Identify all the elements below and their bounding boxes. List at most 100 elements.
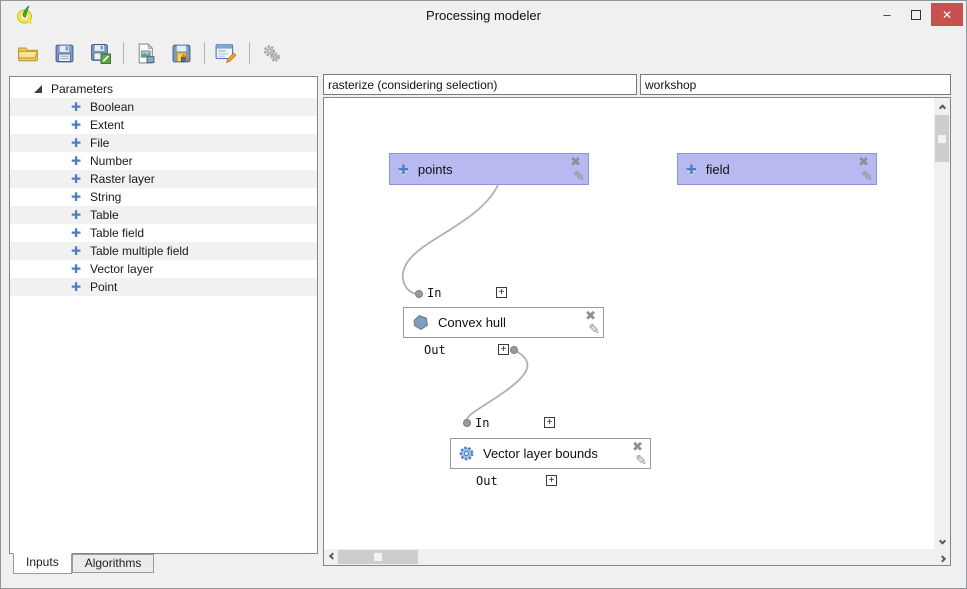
tree-item-vector-layer[interactable]: ✚Vector layer bbox=[70, 262, 154, 276]
model-name-input[interactable] bbox=[323, 74, 637, 95]
delete-node-icon[interactable]: ✖ bbox=[585, 308, 596, 323]
input-plus-icon: ✚ bbox=[686, 161, 697, 177]
toolbar bbox=[15, 39, 294, 67]
tree-expand-caret-icon[interactable] bbox=[34, 85, 42, 93]
vector-bounds-gear-icon bbox=[459, 446, 474, 461]
chevron-up-icon bbox=[938, 103, 946, 111]
node-label: Vector layer bounds bbox=[483, 446, 598, 461]
export-python-icon bbox=[172, 44, 190, 62]
open-folder-icon bbox=[18, 47, 39, 62]
scroll-grip bbox=[938, 134, 946, 143]
convex-hull-in-expand-button[interactable]: + bbox=[496, 287, 507, 298]
tree-item-table[interactable]: ✚Table bbox=[10, 206, 317, 224]
minimize-button[interactable]: – bbox=[883, 7, 891, 22]
add-input-icon: ✚ bbox=[70, 154, 82, 168]
tree-item-point[interactable]: ✚Point bbox=[10, 278, 317, 296]
close-button[interactable]: ✕ bbox=[931, 3, 963, 26]
tree-item-string[interactable]: ✚String bbox=[70, 190, 122, 204]
edit-node-icon[interactable]: ✎ bbox=[635, 452, 647, 468]
window-title: Processing modeler bbox=[426, 8, 541, 23]
tree-item-table-multiple-field[interactable]: ✚Table multiple field bbox=[10, 242, 317, 260]
delete-node-icon[interactable]: ✖ bbox=[570, 154, 581, 169]
chevron-left-icon bbox=[328, 552, 336, 560]
add-input-icon: ✚ bbox=[70, 262, 82, 276]
tab-inputs[interactable]: Inputs bbox=[13, 553, 72, 574]
delete-node-icon[interactable]: ✖ bbox=[858, 154, 869, 169]
toolbar-separator bbox=[204, 42, 205, 64]
add-input-icon: ✚ bbox=[70, 190, 82, 204]
open-model-button[interactable] bbox=[15, 40, 41, 66]
qgis-logo-icon bbox=[17, 5, 33, 25]
scroll-down-button[interactable] bbox=[934, 534, 950, 550]
model-canvas[interactable]: ✚ points ✖ ✎ ✚ field ✖ ✎ In + bbox=[323, 97, 951, 566]
export-as-image-button[interactable] bbox=[132, 40, 158, 66]
save-model-as-button[interactable] bbox=[87, 40, 113, 66]
scroll-right-button[interactable] bbox=[934, 549, 950, 565]
add-input-icon: ✚ bbox=[70, 136, 82, 150]
tree-root-label: Parameters bbox=[51, 82, 114, 96]
vertical-scroll-thumb[interactable] bbox=[935, 115, 949, 162]
add-input-icon: ✚ bbox=[70, 280, 82, 294]
input-node-field[interactable]: ✚ field ✖ ✎ bbox=[677, 153, 877, 185]
add-input-icon: ✚ bbox=[70, 172, 82, 186]
maximize-icon bbox=[911, 9, 921, 20]
tree-item-number[interactable]: ✚Number bbox=[70, 154, 133, 168]
add-input-icon: ✚ bbox=[70, 100, 82, 114]
input-plus-icon: ✚ bbox=[398, 161, 409, 177]
export-as-python-button[interactable] bbox=[168, 40, 194, 66]
scroll-grip bbox=[374, 553, 382, 561]
tree-item-extent[interactable]: ✚Extent bbox=[70, 118, 125, 132]
chevron-right-icon bbox=[938, 554, 946, 562]
maximize-button[interactable] bbox=[902, 3, 930, 26]
node-label: field bbox=[705, 161, 730, 177]
vector-bounds-out-expand-button[interactable]: + bbox=[546, 475, 557, 486]
left-panel-tabbar: Inputs Algorithms bbox=[13, 553, 155, 574]
tab-algorithms[interactable]: Algorithms bbox=[71, 554, 155, 573]
tree-item-boolean[interactable]: ✚Boolean bbox=[10, 98, 317, 116]
title-bar: Processing modeler – ✕ bbox=[1, 1, 966, 30]
edit-model-help-button[interactable] bbox=[213, 40, 239, 66]
model-draw-area[interactable]: ✚ points ✖ ✎ ✚ field ✖ ✎ In + bbox=[324, 98, 934, 550]
add-input-icon: ✚ bbox=[70, 118, 82, 132]
inputs-tree-panel: Parameters ✚Boolean ✚Extent ✚File ✚Numbe… bbox=[9, 76, 318, 554]
convex-hull-icon bbox=[412, 314, 429, 331]
algorithm-node-convex-hull[interactable]: Convex hull ✖ ✎ bbox=[403, 307, 604, 338]
save-as-icon bbox=[90, 43, 111, 64]
model-group-input[interactable] bbox=[640, 74, 951, 95]
edit-node-icon[interactable]: ✎ bbox=[861, 168, 873, 184]
tree-item-table-field[interactable]: ✚Table field bbox=[70, 226, 145, 240]
add-input-icon: ✚ bbox=[70, 244, 82, 258]
vector-bounds-in-label: In bbox=[475, 416, 490, 430]
canvas-vertical-scrollbar[interactable] bbox=[934, 98, 950, 550]
horizontal-scroll-thumb[interactable] bbox=[338, 550, 418, 564]
add-input-icon: ✚ bbox=[70, 226, 82, 240]
delete-node-icon[interactable]: ✖ bbox=[632, 439, 643, 454]
run-gears-icon bbox=[263, 44, 280, 62]
edit-node-icon[interactable]: ✎ bbox=[588, 321, 600, 337]
algorithm-node-vector-layer-bounds[interactable]: Vector layer bounds ✖ ✎ bbox=[450, 438, 651, 469]
export-image-icon bbox=[138, 42, 154, 63]
save-model-button[interactable] bbox=[51, 40, 77, 66]
canvas-horizontal-scrollbar[interactable] bbox=[324, 549, 950, 565]
vector-bounds-in-expand-button[interactable]: + bbox=[544, 417, 555, 428]
vector-bounds-out-label: Out bbox=[476, 474, 498, 488]
tree-item-raster-layer[interactable]: ✚Raster layer bbox=[10, 170, 317, 188]
toolbar-separator bbox=[249, 42, 250, 64]
node-label: Convex hull bbox=[438, 315, 506, 330]
convex-hull-out-label: Out bbox=[424, 343, 446, 357]
tree-item-file[interactable]: ✚File bbox=[10, 134, 317, 152]
edit-node-icon[interactable]: ✎ bbox=[573, 168, 585, 184]
tree-root-parameters[interactable]: Parameters bbox=[10, 80, 317, 98]
connection-curves bbox=[402, 184, 529, 427]
edit-help-icon bbox=[215, 44, 237, 63]
node-label: points bbox=[417, 161, 453, 177]
convex-hull-out-expand-button[interactable]: + bbox=[498, 344, 509, 355]
add-input-icon: ✚ bbox=[70, 208, 82, 222]
chevron-down-icon bbox=[938, 537, 946, 545]
run-model-button[interactable] bbox=[258, 40, 284, 66]
input-node-points[interactable]: ✚ points ✖ ✎ bbox=[389, 153, 589, 185]
scroll-up-button[interactable] bbox=[934, 98, 950, 114]
toolbar-separator bbox=[123, 42, 124, 64]
save-icon bbox=[55, 44, 73, 62]
